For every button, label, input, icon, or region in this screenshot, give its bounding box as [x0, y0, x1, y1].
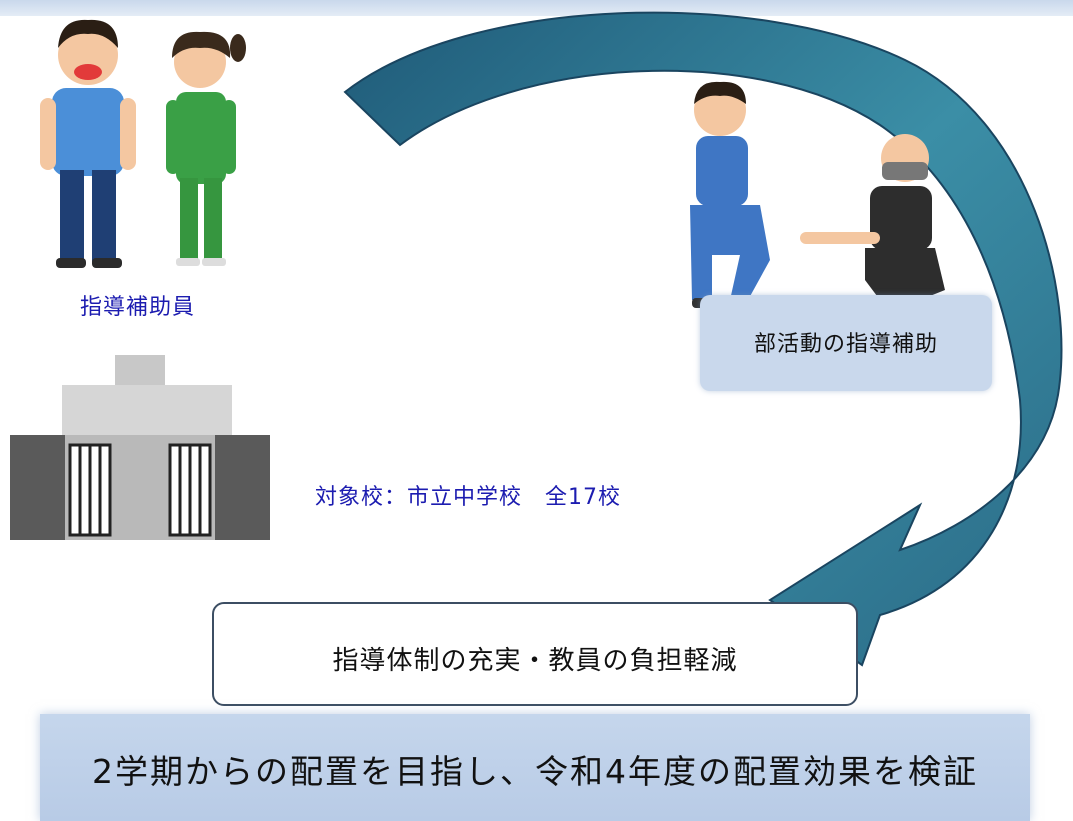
plan-banner	[40, 714, 1030, 821]
club-activity-box	[700, 295, 992, 391]
club-activity-label: 部活動の指導補助	[753, 332, 938, 357]
result-box	[212, 602, 858, 706]
top-band	[0, 0, 1073, 16]
school-building-illustration	[10, 355, 270, 540]
assistant-label: 指導補助員	[80, 295, 196, 320]
plan-label: 2学期からの配置を目指し、令和4年度の配置効果を検証	[92, 752, 978, 791]
club-coaching-illustration	[690, 81, 945, 308]
woman-figure	[166, 31, 246, 266]
result-label: 指導体制の充実・教員の負担軽減	[332, 646, 738, 676]
man-figure	[40, 19, 136, 268]
target-schools-label: 対象校：市立中学校 全17校	[315, 485, 621, 510]
flow-arrow	[343, 11, 1063, 667]
assistants-illustration	[40, 19, 246, 268]
